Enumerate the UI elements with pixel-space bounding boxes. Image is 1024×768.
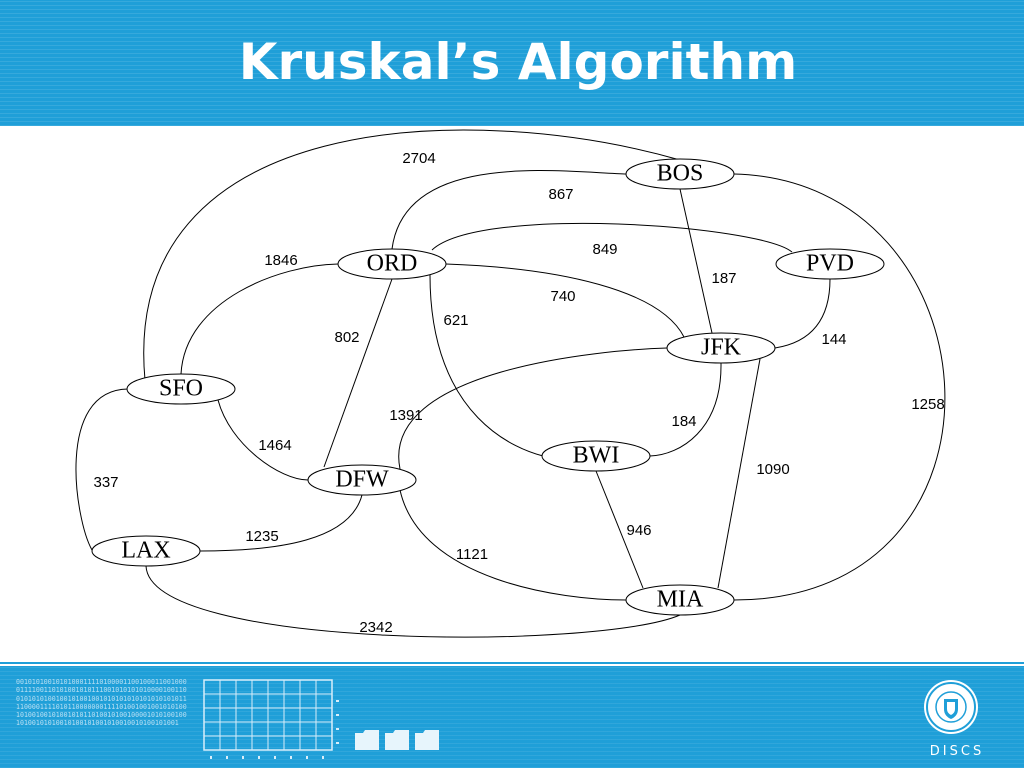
- node-label: SFO: [159, 376, 203, 402]
- edge-lax-dfw: [199, 494, 363, 552]
- edge-jfk-bwi: [649, 362, 722, 457]
- graph-nodes: BOS PVD ORD JFK SFO BWI DFW LAX MIA: [91, 158, 885, 616]
- node-ellipse: [337, 248, 447, 280]
- graph-edges: [75, 129, 946, 638]
- edge-weight-label: 740: [550, 288, 575, 305]
- edge-sfo-dfw: [217, 399, 309, 481]
- node-mia: MIA: [625, 584, 735, 616]
- folder-icons: [355, 730, 439, 750]
- node-ord: ORD: [337, 248, 447, 280]
- edge-sfo-lax: [75, 388, 129, 551]
- node-label: DFW: [335, 467, 389, 493]
- edge-jfk-mia: [717, 358, 761, 589]
- footer-banner: 0010101001010100011110100001100100011001…: [0, 666, 1024, 768]
- edge-weight-label: 1258: [911, 396, 944, 413]
- node-bwi: BWI: [541, 440, 651, 472]
- edge-weight-label: 1391: [389, 407, 422, 424]
- node-ellipse: [541, 440, 651, 472]
- edge-weight-label: 621: [443, 312, 468, 329]
- node-pvd: PVD: [775, 248, 885, 280]
- edge-ord-bos: [391, 170, 628, 250]
- edge-ord-jfk: [445, 263, 685, 338]
- title-banner: Kruskal’s Algorithm: [0, 0, 1024, 126]
- edge-weight-label: 946: [626, 522, 651, 539]
- binary-pattern: 0010101001010100011110100001100100011001…: [16, 678, 187, 728]
- folder-icon: [415, 730, 439, 750]
- node-ellipse: [625, 158, 735, 190]
- node-sfo: SFO: [126, 373, 236, 405]
- edge-ord-dfw: [323, 278, 393, 468]
- node-label: JFK: [701, 335, 742, 361]
- edge-sfo-ord: [180, 263, 339, 375]
- edge-weight-label: 2342: [359, 619, 392, 636]
- slide-title: Kruskal’s Algorithm: [238, 33, 798, 91]
- node-ellipse: [625, 584, 735, 616]
- node-ellipse: [126, 373, 236, 405]
- edge-bos-mia: [733, 173, 946, 601]
- edge-bos-jfk: [679, 188, 713, 334]
- discs-logo-text: DISCS: [929, 744, 985, 759]
- edge-dfw-jfk: [398, 347, 668, 470]
- edge-weight-label: 1121: [456, 546, 488, 563]
- folder-icon: [355, 730, 379, 750]
- edge-weight-label: 337: [93, 474, 118, 491]
- node-label: BWI: [573, 443, 620, 469]
- edge-bwi-mia: [595, 470, 644, 589]
- edge-pvd-jfk: [774, 278, 831, 349]
- edge-weight-label: 144: [821, 331, 846, 348]
- edge-weight-label: 184: [671, 413, 696, 430]
- node-ellipse: [666, 332, 776, 364]
- node-ellipse: [775, 248, 885, 280]
- edge-weight-label: 2704: [402, 150, 435, 167]
- node-dfw: DFW: [307, 464, 417, 496]
- edge-ord-bwi: [429, 274, 544, 457]
- edge-dfw-mia: [399, 489, 627, 601]
- node-label: LAX: [121, 538, 170, 564]
- edge-weights: 2704 867 849 1846 187 740 621 802 144 1258 1391 184…: [93, 150, 944, 636]
- footer-divider: [0, 662, 1024, 664]
- edge-weight-label: 1090: [756, 461, 789, 478]
- edge-weight-label: 802: [334, 329, 359, 346]
- edge-weight-label: 1464: [258, 437, 291, 454]
- node-bos: BOS: [625, 158, 735, 190]
- edge-lax-mia: [145, 565, 681, 638]
- node-label: BOS: [657, 161, 704, 187]
- node-label: MIA: [657, 587, 704, 613]
- grid-chart-icon: [203, 679, 339, 759]
- node-ellipse: [307, 464, 417, 496]
- university-seal-icon: [924, 680, 978, 734]
- node-jfk: JFK: [666, 332, 776, 364]
- node-label: PVD: [806, 251, 854, 277]
- edge-weight-label: 867: [548, 186, 573, 203]
- node-label: ORD: [367, 251, 418, 277]
- edge-weight-label: 187: [711, 270, 736, 287]
- folder-icon: [385, 730, 409, 750]
- node-ellipse: [91, 535, 201, 567]
- edge-ord-pvd: [431, 222, 793, 253]
- edge-weight-label: 849: [592, 241, 617, 258]
- edge-weight-label: 1235: [245, 528, 278, 545]
- node-lax: LAX: [91, 535, 201, 567]
- edge-sfo-bos: [143, 129, 681, 381]
- edge-weight-label: 1846: [264, 252, 297, 269]
